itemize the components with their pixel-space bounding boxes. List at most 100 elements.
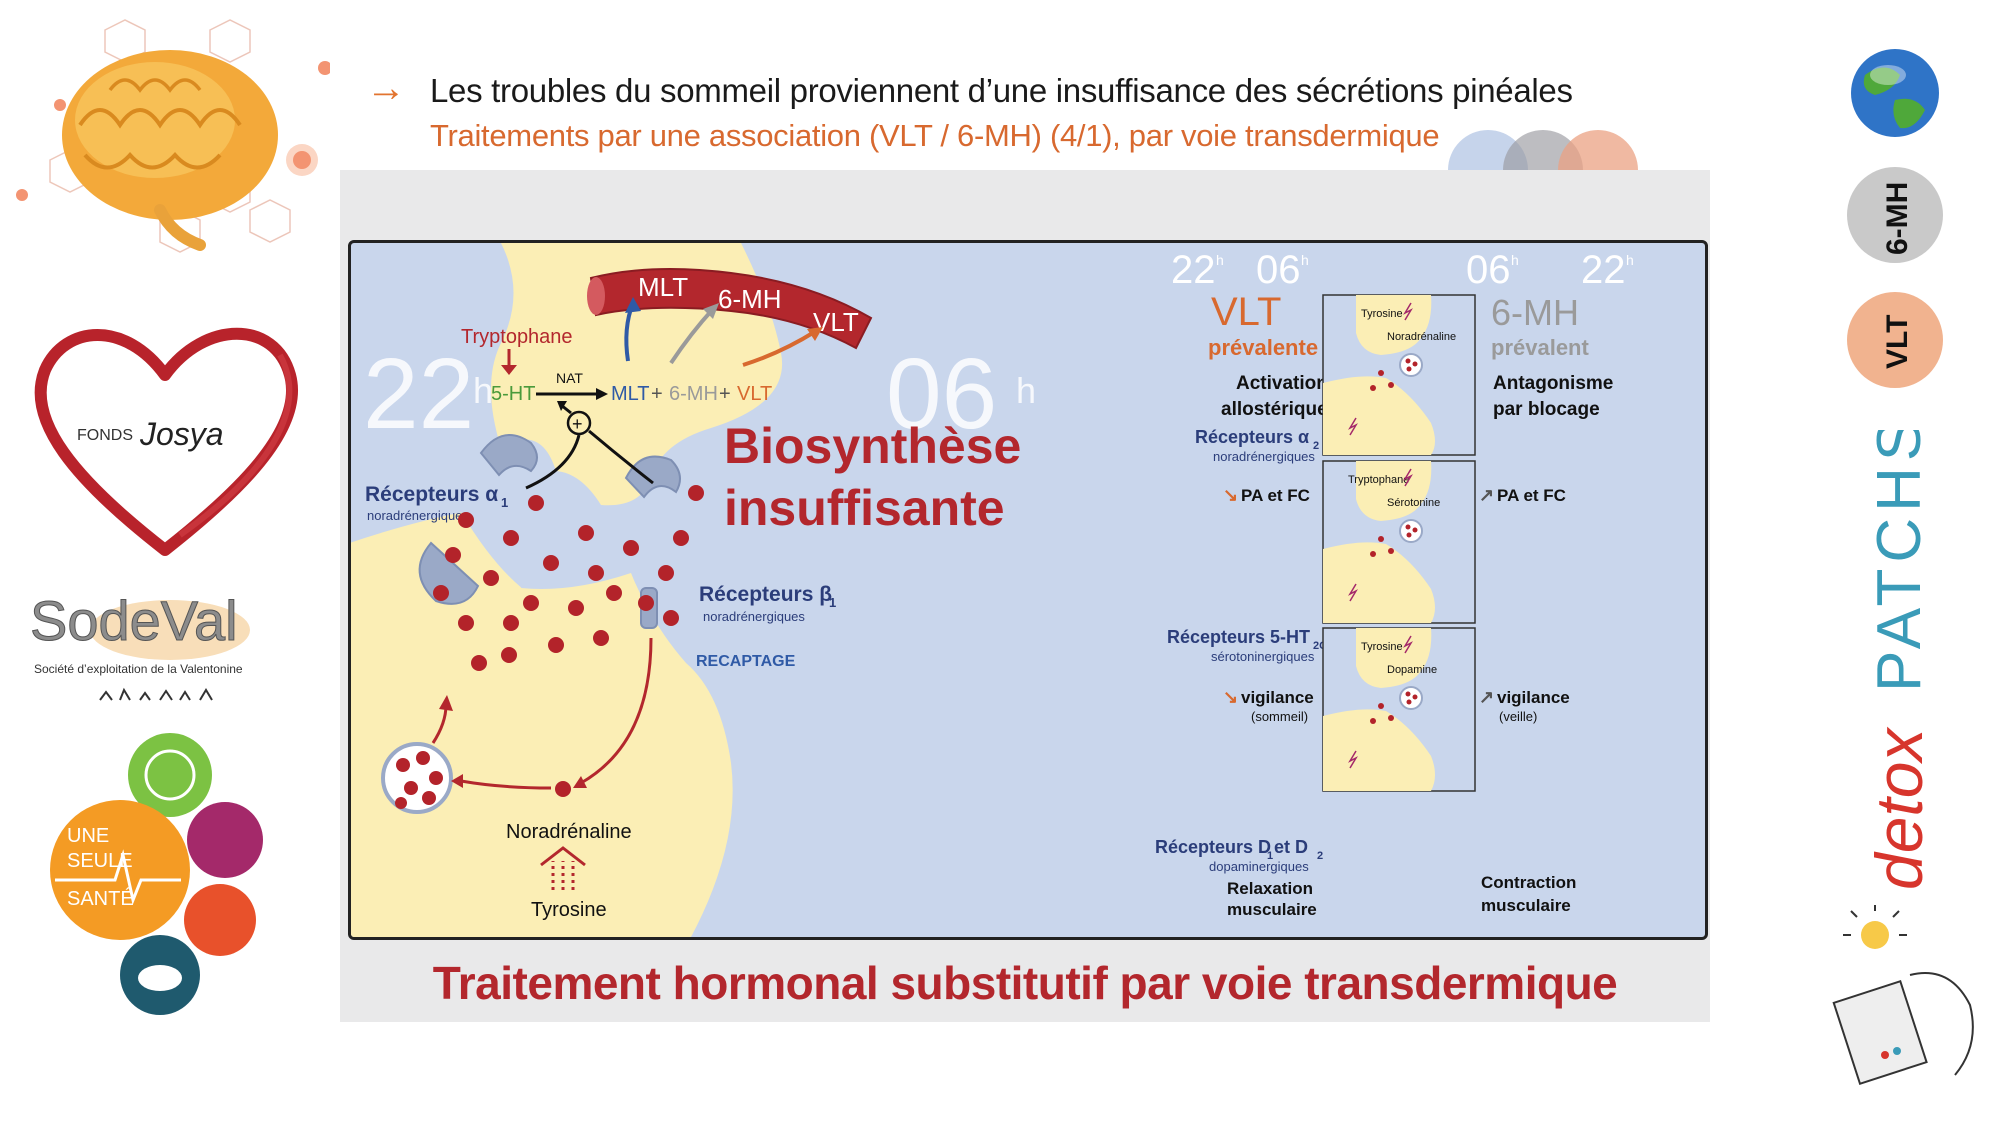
sodeval-logo: SodeVal Société d’exploitation de la Val… xyxy=(30,589,250,701)
tyrosine-label: Tyrosine xyxy=(531,899,607,921)
une-seule-sante-logo: UNE SEULE SANTÉ xyxy=(50,733,263,1015)
vigilance-up: vigilance xyxy=(1497,688,1570,707)
vesicle-fill-arrow-icon xyxy=(460,779,552,790)
eq-vlt-label: VLT xyxy=(737,383,772,405)
nat-label: NAT xyxy=(556,370,583,386)
rec-d-type: dopaminergiques xyxy=(1209,859,1309,874)
rec-alpha2-type: noradrénergiques xyxy=(1213,449,1315,464)
receptor-alpha1-type: noradrénergiques xyxy=(367,508,469,523)
badge-6mh-label: 6-MH xyxy=(1881,182,1914,255)
vlt-prevalente: prévalente xyxy=(1208,335,1318,360)
vessel-vlt-label: VLT xyxy=(813,307,859,337)
rec-5ht-label: Récepteurs 5-HT xyxy=(1167,627,1310,647)
mini-panel-noradrenaline: Tyrosine Noradrénaline xyxy=(1322,294,1476,456)
brain-logo xyxy=(16,19,330,253)
fonds-label: FONDS xyxy=(77,427,133,444)
bg-hour-22: 22 xyxy=(363,338,474,450)
vessel-mlt-label: MLT xyxy=(638,272,688,302)
contraction-label-1: Contraction xyxy=(1481,873,1576,892)
lower-neuron xyxy=(351,513,733,937)
recaptage-label: RECAPTAGE xyxy=(696,653,796,670)
feedback-line-left xyxy=(525,434,581,490)
badge-6mh: 6-MH xyxy=(1847,167,1943,263)
svg-text:h: h xyxy=(1626,252,1634,268)
pa-fc-down: PA et FC xyxy=(1241,486,1310,505)
receptor-beta1 xyxy=(624,455,681,499)
time-22-left: 22 xyxy=(1171,248,1216,292)
badge-vlt: VLT xyxy=(1847,292,1943,388)
earth-globe-icon xyxy=(1851,49,1939,137)
svg-text:2: 2 xyxy=(1317,850,1323,862)
eq-6mh-label: 6-MH xyxy=(669,383,718,405)
arrow-vlt-icon xyxy=(742,329,818,367)
vessel-opening xyxy=(587,277,605,315)
seule-label: SEULE xyxy=(67,850,133,872)
receptor-alpha1 xyxy=(479,434,538,477)
diagram-frame: 22 h 06 h MLT 6-MH VLT Tryptophane 5-HT … xyxy=(348,240,1708,940)
detox-label: detox xyxy=(1862,727,1936,890)
mh-prevalent: prévalent xyxy=(1491,335,1589,360)
arrow-right-icon: → xyxy=(366,66,406,110)
noradrenaline-label: Noradrénaline xyxy=(506,821,632,843)
eq-plus-2: + xyxy=(719,383,731,405)
tyrosine-to-noradrenaline-arrow-icon xyxy=(551,861,575,890)
relaxation-label-2: musculaire xyxy=(1227,900,1317,919)
biosynthese-title-1: Biosynthèse xyxy=(724,418,1021,474)
pa-fc-up: PA et FC xyxy=(1497,486,1566,505)
patch-mascot-illustration xyxy=(1832,905,1974,1085)
feedback-line-right xyxy=(588,429,654,485)
noradrenaline-dots xyxy=(433,485,704,671)
bg-hour-h1: h xyxy=(473,370,493,411)
badge-vlt-label: VLT xyxy=(1881,315,1914,369)
receptor-beta1-type: noradrénergiques xyxy=(703,609,805,624)
mh-title: 6-MH xyxy=(1491,292,1579,333)
bg-hour-h2: h xyxy=(1016,370,1036,411)
svg-text:Tyrosine: Tyrosine xyxy=(1361,641,1403,653)
vigilance-veille: (veille) xyxy=(1499,709,1537,724)
time-06-left: 06 xyxy=(1256,248,1301,292)
josya-label: Josya xyxy=(139,416,224,452)
svg-text:et D: et D xyxy=(1274,837,1308,857)
vigilance-sommeil: (sommeil) xyxy=(1251,709,1308,724)
vigilance-down: vigilance xyxy=(1241,688,1314,707)
time-06-right: 06 xyxy=(1466,248,1511,292)
receptor-beta1-label: Récepteurs β xyxy=(699,583,832,606)
synapse-diagram: 22 h 06 h MLT 6-MH VLT Tryptophane 5-HT … xyxy=(351,243,1634,937)
svg-text:h: h xyxy=(1216,252,1224,268)
release-site xyxy=(418,541,480,605)
svg-text:2: 2 xyxy=(1313,440,1319,452)
patchs-label: PATCHS xyxy=(1865,430,1934,692)
eq-plus-1: + xyxy=(651,383,663,405)
svg-text:h: h xyxy=(1511,252,1519,268)
svg-text:Noradrénaline: Noradrénaline xyxy=(1387,331,1456,343)
tryptophane-label: Tryptophane xyxy=(461,326,573,348)
mini-panel-dopamine: Tyrosine Dopamine xyxy=(1322,627,1476,792)
vlt-title: VLT xyxy=(1211,290,1281,334)
down-arrow-icon: ↘ xyxy=(1223,687,1238,707)
svg-text:Sérotonine: Sérotonine xyxy=(1387,497,1440,509)
activation-circle xyxy=(566,410,592,436)
rec-5ht-type: sérotoninergiques xyxy=(1211,649,1315,664)
sante-label: SANTÉ xyxy=(67,887,134,910)
sodeval-name: SodeVal xyxy=(30,589,238,652)
antagonisme-label-2: par blocage xyxy=(1493,399,1600,420)
svg-text:Tryptophane: Tryptophane xyxy=(1348,474,1409,486)
rec-d-label: Récepteurs D xyxy=(1155,837,1271,857)
biosynthese-title-2: insuffisante xyxy=(724,480,1005,536)
antagonisme-label-1: Antagonisme xyxy=(1493,373,1613,394)
noradrenaline-molecule xyxy=(555,781,571,797)
svg-text:h: h xyxy=(1301,252,1309,268)
mini-panel-serotonine: Tryptophane Sérotonine xyxy=(1322,460,1476,624)
page-subtitle: Traitements par une association (VLT / 6… xyxy=(430,118,1440,153)
activation-plus: + xyxy=(572,414,583,434)
receptor-alpha1-label: Récepteurs α xyxy=(365,483,498,506)
time-22-right: 22 xyxy=(1581,248,1626,292)
blood-vessel xyxy=(589,268,873,350)
une-label: UNE xyxy=(67,825,109,847)
page-title: Les troubles du sommeil proviennent d’un… xyxy=(430,72,1573,109)
eq-mlt-label: MLT xyxy=(611,383,650,405)
five-ht-label: 5-HT xyxy=(491,383,535,405)
svg-text:Dopamine: Dopamine xyxy=(1387,664,1437,676)
bg-hour-06: 06 xyxy=(886,338,997,450)
receptor-beta1-sub: 1 xyxy=(829,595,836,610)
